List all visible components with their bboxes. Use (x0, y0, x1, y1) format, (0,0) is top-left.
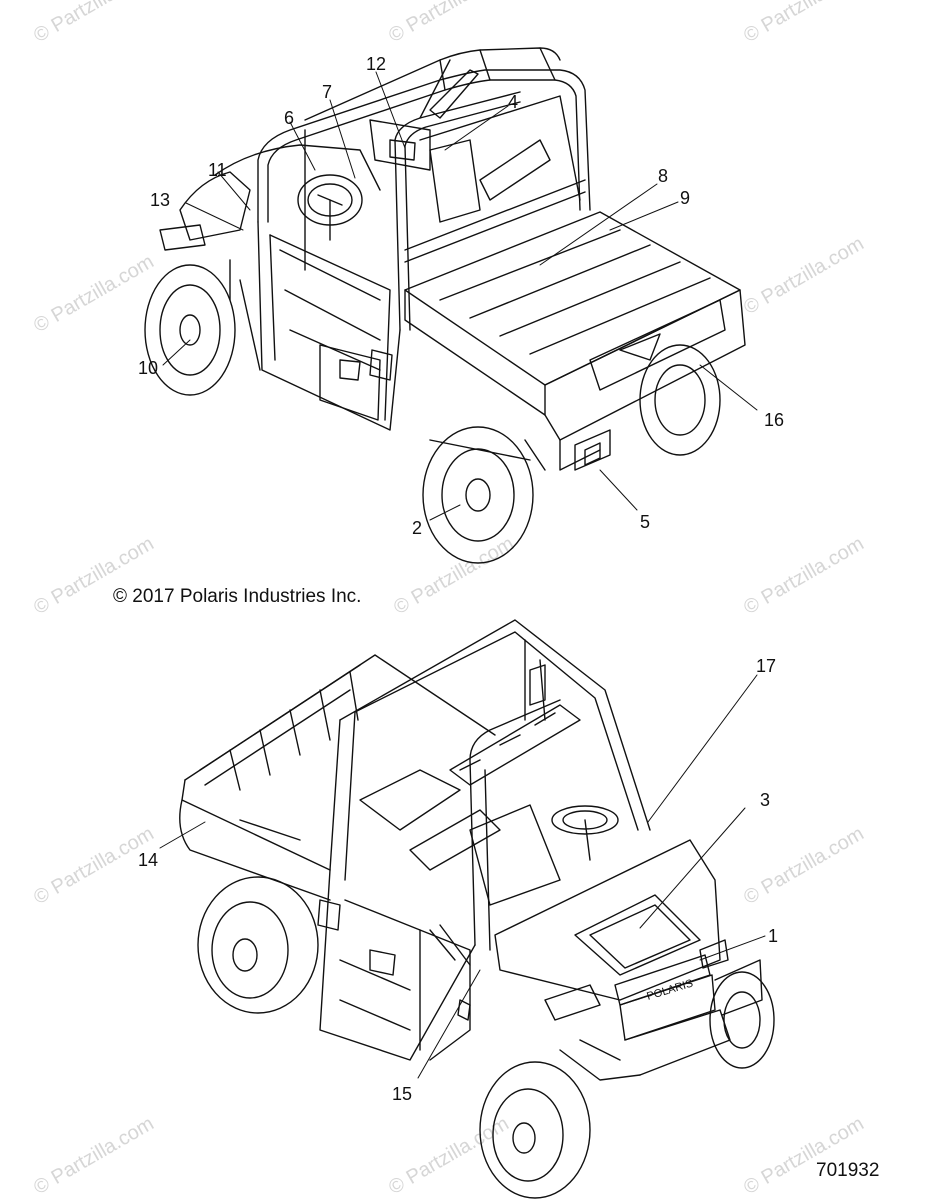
tire-rear-left (197, 876, 319, 1014)
cargo-bed-tailgate (544, 289, 746, 441)
cargo-bed-rail (184, 654, 496, 781)
top-vehicle (144, 47, 758, 564)
cab-side (319, 869, 476, 1061)
grille-logo-text: POLARIS (645, 977, 694, 1002)
callout-7: 7 (322, 82, 332, 102)
callout-15: 15 (392, 1084, 412, 1104)
callout-leaders-top (162, 71, 758, 521)
hood (214, 144, 381, 191)
callout-13: 13 (150, 190, 170, 210)
hood (494, 839, 721, 1001)
tire-rear-right (639, 344, 721, 456)
headlight (544, 984, 601, 1021)
roof-rail (304, 47, 561, 121)
roll-cage-front-post (469, 699, 561, 946)
roll-cage-hoop (339, 619, 651, 831)
callout-11: 11 (208, 160, 227, 180)
steering-wheel (551, 805, 619, 835)
callout-4: 4 (508, 92, 518, 112)
tire-front-right (709, 971, 775, 1069)
hitch-receiver (574, 429, 611, 471)
roll-cage-rear-post (329, 711, 356, 881)
callout-2: 2 (412, 518, 422, 538)
callout-14: 14 (138, 850, 158, 870)
callout-8: 8 (658, 166, 668, 186)
cab-side (257, 221, 401, 431)
copyright-notice: © 2017 Polaris Industries Inc. (113, 586, 362, 607)
bottom-vehicle: POLARIS (159, 619, 775, 1199)
cargo-bed-floor (404, 211, 741, 386)
document-number: 701932 (816, 1160, 880, 1181)
callout-12: 12 (366, 54, 386, 74)
callout-16: 16 (764, 410, 784, 430)
callout-leaders-bottom (159, 674, 766, 1079)
tire-front-left (144, 264, 236, 396)
callout-6: 6 (284, 108, 294, 128)
tire-front-left (479, 1061, 591, 1199)
front-bumper (624, 1009, 731, 1076)
front-bumper (159, 224, 206, 251)
hood-panel (574, 894, 701, 976)
seat (359, 769, 461, 831)
tire-rear-left (422, 426, 534, 564)
callout-5: 5 (640, 512, 650, 532)
callout-17: 17 (756, 656, 776, 676)
callout-1: 1 (768, 926, 778, 946)
door-panel (319, 344, 381, 421)
callout-10: 10 (138, 358, 158, 378)
callout-labels: 12 7 4 6 11 8 9 13 10 16 2 5 17 3 14 1 1… (138, 54, 784, 1104)
callout-9: 9 (680, 188, 690, 208)
callout-3: 3 (760, 790, 770, 810)
cargo-bed-side (179, 799, 331, 901)
